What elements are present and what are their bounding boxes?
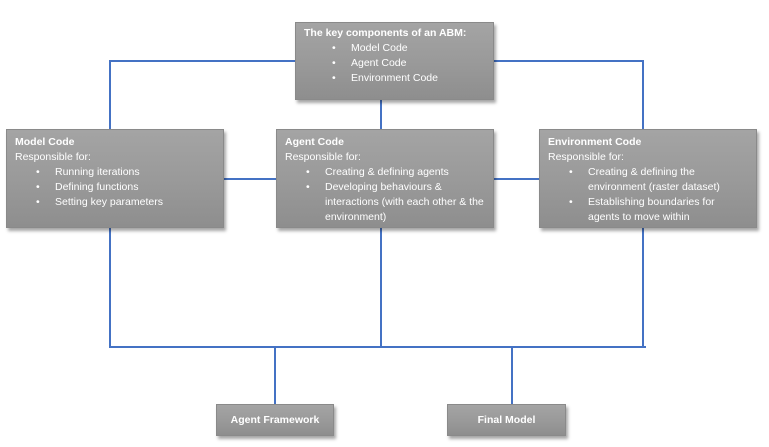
environment-code-box: Environment Code Responsible for: Creati… (539, 129, 757, 228)
list-item: Creating & defining agents (285, 165, 485, 180)
connector-abm-to-model (109, 60, 295, 129)
model-code-title: Model Code (15, 136, 75, 148)
model-code-list: Running iterations Defining functions Se… (15, 165, 215, 210)
agent-framework-box: Agent Framework (216, 404, 334, 436)
environment-code-subtitle: Responsible for: (548, 151, 624, 163)
environment-code-list: Creating & defining the environment (ras… (548, 165, 748, 225)
list-item: Developing behaviours & interactions (wi… (285, 180, 485, 225)
abm-components-box: The key components of an ABM: Model Code… (295, 22, 494, 100)
agent-framework-label: Agent Framework (230, 414, 320, 426)
agent-code-title: Agent Code (285, 136, 344, 148)
model-code-box: Model Code Responsible for: Running iter… (6, 129, 224, 228)
list-item: Environment Code (304, 71, 485, 86)
agent-code-list: Creating & defining agents Developing be… (285, 165, 485, 225)
agent-code-box: Agent Code Responsible for: Creating & d… (276, 129, 494, 228)
list-item: Running iterations (15, 165, 215, 180)
final-model-label: Final Model (477, 414, 536, 426)
list-item: Establishing boundaries for agents to mo… (548, 195, 748, 225)
list-item: Creating & defining the environment (ras… (548, 165, 748, 195)
abm-components-title: The key components of an ABM: (304, 27, 467, 39)
final-model-box: Final Model (447, 404, 566, 436)
environment-code-title: Environment Code (548, 136, 642, 148)
list-item: Setting key parameters (15, 195, 215, 210)
list-item: Model Code (304, 41, 485, 56)
list-item: Defining functions (15, 180, 215, 195)
connector-abm-to-environment (494, 60, 644, 129)
agent-code-subtitle: Responsible for: (285, 151, 361, 163)
model-code-subtitle: Responsible for: (15, 151, 91, 163)
abm-components-list: Model Code Agent Code Environment Code (304, 41, 485, 86)
list-item: Agent Code (304, 56, 485, 71)
